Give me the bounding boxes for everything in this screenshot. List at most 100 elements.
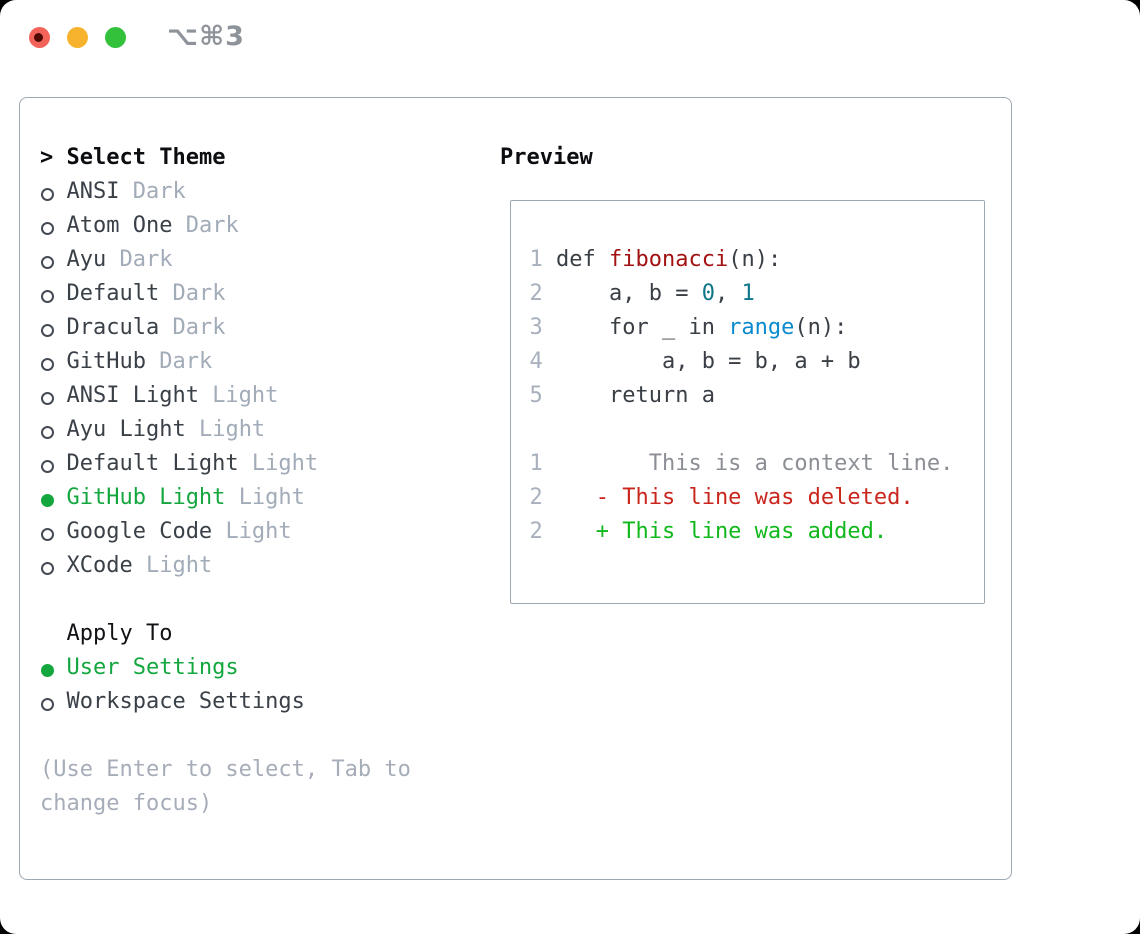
code-segment: 1 (741, 280, 755, 306)
code-segment: This is a context line. (542, 450, 954, 476)
theme-option-label: Ayu (66, 247, 107, 272)
code-line: 1 def fibonacci(n): (530, 243, 954, 277)
theme-option[interactable]: GitHub Dark (40, 345, 480, 379)
zoom-button[interactable] (105, 27, 126, 48)
theme-option[interactable]: Dracula Dark (40, 311, 480, 345)
titlebar: ⌥⌘3 (0, 0, 1140, 75)
code-line: 3 for _ in range(n): (530, 311, 954, 345)
theme-variant-tag: Dark (172, 281, 226, 306)
radio-icon (41, 290, 54, 303)
theme-option[interactable]: ANSI Dark (40, 175, 480, 209)
code-segment: fibonacci (608, 246, 729, 272)
theme-variant-tag: Light (238, 485, 305, 510)
code-line: 4 a, b = b, a + b (530, 345, 954, 379)
code-line: 2 + This line was added. (530, 515, 954, 549)
apply-to-option-label: User Settings (66, 655, 239, 680)
theme-variant-tag: Light (251, 451, 319, 476)
code-line: 1 This is a context line. (530, 447, 954, 481)
code-segment: , (714, 280, 742, 306)
line-number: 1 (529, 246, 543, 272)
code-line: 2 a, b = 0, 1 (530, 277, 954, 311)
theme-variant-tag: Dark (185, 213, 239, 238)
line-number: 5 (529, 382, 543, 408)
theme-option-label: Ayu Light (66, 417, 186, 442)
code-segment: - This line was deleted. (595, 484, 914, 510)
theme-variant-tag: Light (212, 383, 279, 408)
code-line: 2 - This line was deleted. (530, 481, 954, 515)
apply-to-option[interactable]: User Settings (40, 651, 480, 685)
theme-variant-tag: Light (198, 417, 266, 442)
radio-icon (41, 392, 54, 405)
theme-variant-tag: Light (225, 519, 292, 544)
radio-icon (41, 324, 54, 337)
radio-icon (41, 562, 54, 575)
theme-variant-tag: Dark (132, 179, 186, 204)
keyboard-hint-line-1: (Use Enter to select, Tab to (40, 757, 411, 782)
radio-icon (41, 460, 54, 473)
code-segment (543, 519, 596, 544)
line-number: 2 (529, 280, 543, 306)
line-number: 1 (529, 450, 543, 476)
code-segment: + This line was added. (595, 518, 888, 544)
theme-variant-tag: Light (145, 553, 213, 578)
close-dot-icon (34, 33, 43, 42)
code-segment: 0 (701, 280, 715, 306)
theme-option[interactable]: Ayu Dark (40, 243, 480, 277)
theme-variant-tag: Dark (119, 247, 173, 272)
theme-option-label: Google Code (66, 519, 213, 544)
radio-icon (41, 256, 54, 269)
theme-option[interactable]: Default Light Light (40, 447, 480, 481)
code-segment: (n): (794, 314, 848, 340)
code-segment: range (728, 314, 795, 340)
radio-icon (41, 358, 54, 371)
code-segment: (n): (728, 246, 782, 272)
theme-option-label: Dracula (66, 315, 160, 340)
keyboard-hint-line-2: change focus) (40, 791, 213, 816)
line-number: 4 (529, 348, 543, 374)
code-segment: for _ in (542, 314, 729, 340)
spacer (40, 719, 480, 753)
theme-option[interactable]: GitHub Light Light (40, 481, 480, 515)
theme-variant-tag: Dark (159, 349, 213, 374)
line-number: 2 (529, 484, 543, 510)
theme-variant-tag: Dark (172, 315, 226, 340)
code-segment (543, 485, 596, 510)
radio-icon (41, 426, 54, 439)
minimize-button[interactable] (67, 27, 88, 48)
radio-selected-icon (41, 664, 54, 677)
code-segment: a, b = (542, 280, 702, 306)
theme-option-label: ANSI (66, 179, 120, 204)
spacer (40, 583, 480, 617)
window-title: ⌥⌘3 (167, 21, 245, 52)
apply-to-option-label: Workspace Settings (66, 689, 305, 714)
theme-option-label: ANSI Light (66, 383, 199, 408)
radio-icon (41, 698, 54, 711)
theme-option[interactable]: ANSI Light Light (40, 379, 480, 413)
prompt-icon: > (40, 145, 67, 170)
theme-option-label: GitHub Light (66, 485, 226, 510)
apply-to-option[interactable]: Workspace Settings (40, 685, 480, 719)
theme-option[interactable]: Atom One Dark (40, 209, 480, 243)
code-segment: a, b = b, a + b (542, 348, 861, 374)
apply-to-header: Apply To (66, 621, 173, 646)
radio-selected-icon (41, 494, 54, 507)
radio-icon (41, 528, 54, 541)
code-line: 5 return a (530, 379, 954, 413)
close-button[interactable] (29, 27, 50, 48)
theme-option[interactable]: Default Dark (40, 277, 480, 311)
theme-option-label: Default (66, 281, 160, 306)
theme-option[interactable]: XCode Light (40, 549, 480, 583)
code-line (530, 413, 954, 447)
code-segment: def (542, 246, 609, 272)
radio-icon (41, 222, 54, 235)
line-number: 3 (529, 314, 543, 340)
theme-option[interactable]: Google Code Light (40, 515, 480, 549)
select-theme-header: > Select Theme (40, 141, 480, 175)
theme-option-label: XCode (66, 553, 133, 578)
theme-option[interactable]: Ayu Light Light (40, 413, 480, 447)
